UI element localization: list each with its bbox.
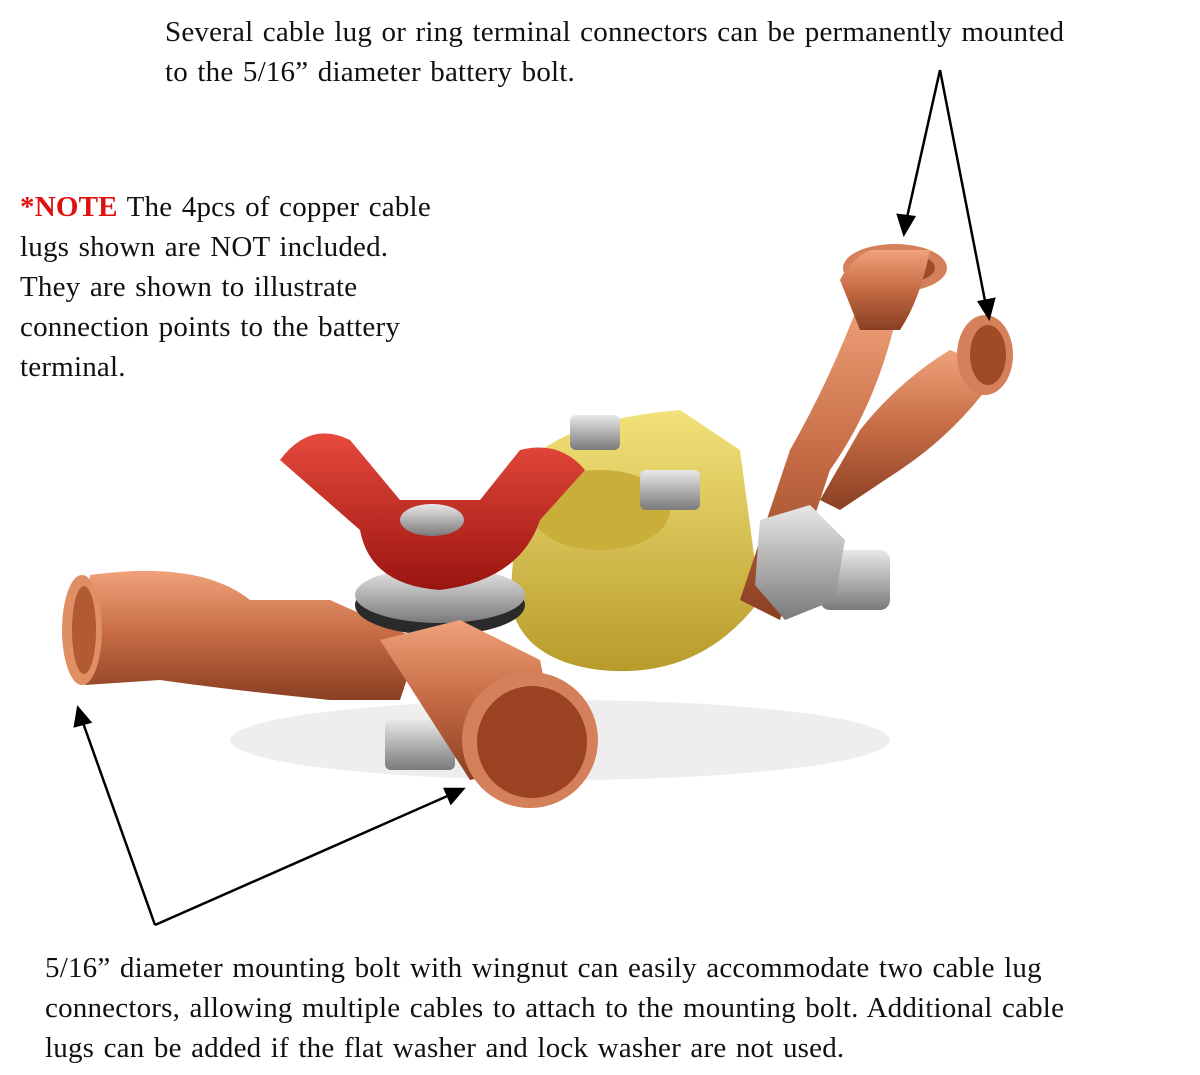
arrow-top-left xyxy=(904,69,942,223)
note-line: terminal. xyxy=(20,351,126,383)
note-label: *NOTE xyxy=(20,191,118,223)
top-caption-line: to the 5/16” diameter battery bolt. xyxy=(165,56,575,88)
bottom-caption: 5/16” diameter mounting bolt with wingnu… xyxy=(45,948,1185,1068)
note-line: They are shown to illustrate xyxy=(20,271,358,303)
arrow-bottom-right xyxy=(154,792,453,927)
bottom-caption-line: connectors, allowing multiple cables to … xyxy=(45,992,1065,1024)
arrowhead-icon xyxy=(896,213,917,238)
arrow-bottom-left xyxy=(80,719,157,926)
note-line: The 4pcs of copper cable xyxy=(117,191,431,223)
top-caption: Several cable lug or ring terminal conne… xyxy=(165,12,1175,92)
arrowhead-icon xyxy=(976,297,996,322)
battery-terminal-illustration xyxy=(62,244,1013,808)
note-line: connection points to the battery xyxy=(20,311,401,343)
bottom-caption-line: lugs can be added if the flat washer and… xyxy=(45,1032,845,1064)
bottom-caption-line: 5/16” diameter mounting bolt with wingnu… xyxy=(45,952,1042,984)
note-block: *NOTE The 4pcs of copper cable lugs show… xyxy=(20,187,490,387)
annotation-arrows xyxy=(73,69,996,927)
arrow-top-right xyxy=(938,69,988,307)
arrowhead-icon xyxy=(443,787,466,806)
arrowhead-icon xyxy=(73,705,93,728)
top-caption-line: Several cable lug or ring terminal conne… xyxy=(165,16,1065,48)
note-line: lugs shown are NOT included. xyxy=(20,231,389,263)
